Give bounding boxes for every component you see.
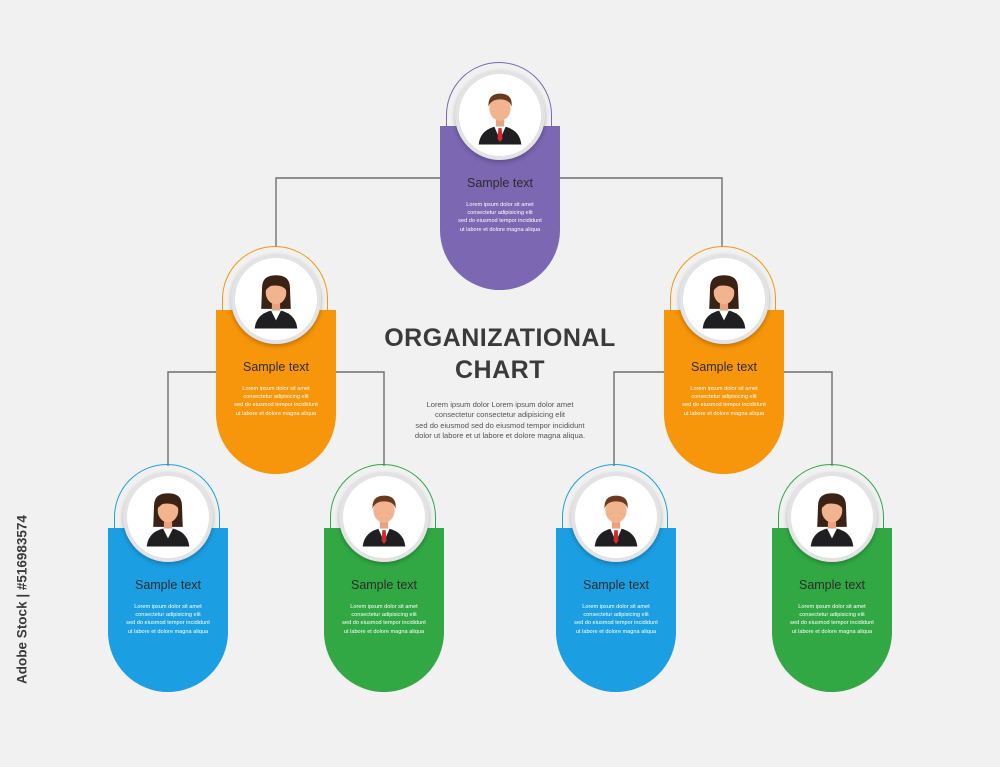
node-bottom-3[interactable]: Sample text Lorem ipsum dolor sit amet c… [556,464,676,694]
node-description: Lorem ipsum dolor sit amet consectetur a… [458,202,542,233]
node-top[interactable]: Sample text Lorem ipsum dolor sit amet c… [440,62,560,292]
connector-mid-right-to-bottom-4 [782,371,833,466]
node-bottom-2[interactable]: Sample text Lorem ipsum dolor sit amet c… [324,464,444,694]
node-title: Sample text [798,578,865,592]
node-title: Sample text [134,578,201,592]
connector-top-to-mid-right [558,177,723,246]
node-mid-left[interactable]: Sample text Lorem ipsum dolor sit amet c… [216,246,336,476]
connector-mid-right-to-bottom-3 [613,371,666,466]
node-title: Sample text [350,578,417,592]
node-description: Lorem ipsum dolor sit amet consectetur a… [682,386,766,417]
connector-mid-left-to-bottom-1 [167,371,218,466]
avatar-female-icon [123,472,213,562]
node-title: Sample text [582,578,649,592]
avatar-female-icon [787,472,877,562]
node-description: Lorem ipsum dolor sit amet consectetur a… [790,604,874,635]
avatar-female-icon [231,254,321,344]
node-title: Sample text [690,360,757,374]
node-bottom-4[interactable]: Sample text Lorem ipsum dolor sit amet c… [772,464,892,694]
stock-watermark: Adobe Stock | #516983574 [14,515,30,684]
connector-mid-left-to-bottom-2 [334,371,385,466]
avatar-male-icon [339,472,429,562]
connector-top-to-mid-left [275,177,442,246]
avatar-female-icon [679,254,769,344]
node-description: Lorem ipsum dolor sit amet consectetur a… [126,604,210,635]
chart-title: ORGANIZATIONAL CHART [384,324,616,384]
node-title: Sample text [466,176,533,190]
node-description: Lorem ipsum dolor sit amet consectetur a… [342,604,426,635]
avatar-male-icon [455,70,545,160]
node-description: Lorem ipsum dolor sit amet consectetur a… [574,604,658,635]
node-description: Lorem ipsum dolor sit amet consectetur a… [234,386,318,417]
node-bottom-1[interactable]: Sample text Lorem ipsum dolor sit amet c… [108,464,228,694]
node-mid-right[interactable]: Sample text Lorem ipsum dolor sit amet c… [664,246,784,476]
avatar-male-icon [571,472,661,562]
node-title: Sample text [242,360,309,374]
chart-description: Lorem ipsum dolor Lorem ipsum dolor amet… [414,400,586,441]
